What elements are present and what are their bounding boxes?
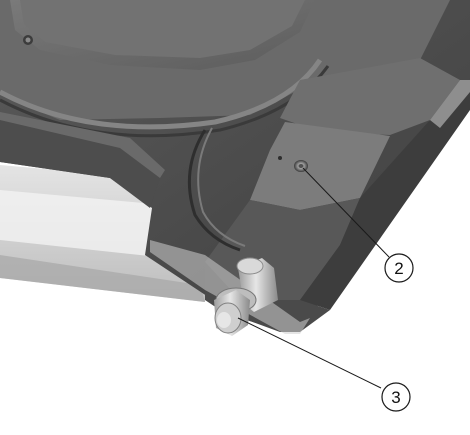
callout-3-label: 3 [391,388,400,407]
callout-2-leader [302,167,390,258]
housing [0,0,470,334]
callout-2: 2 [384,253,414,283]
callout-2-label: 2 [394,259,403,278]
callout-3-circle [381,382,411,412]
callout-3: 3 [381,382,411,412]
mounting-pin [214,257,278,336]
callout-3-leader [237,317,382,389]
callout-2-circle [384,253,414,283]
